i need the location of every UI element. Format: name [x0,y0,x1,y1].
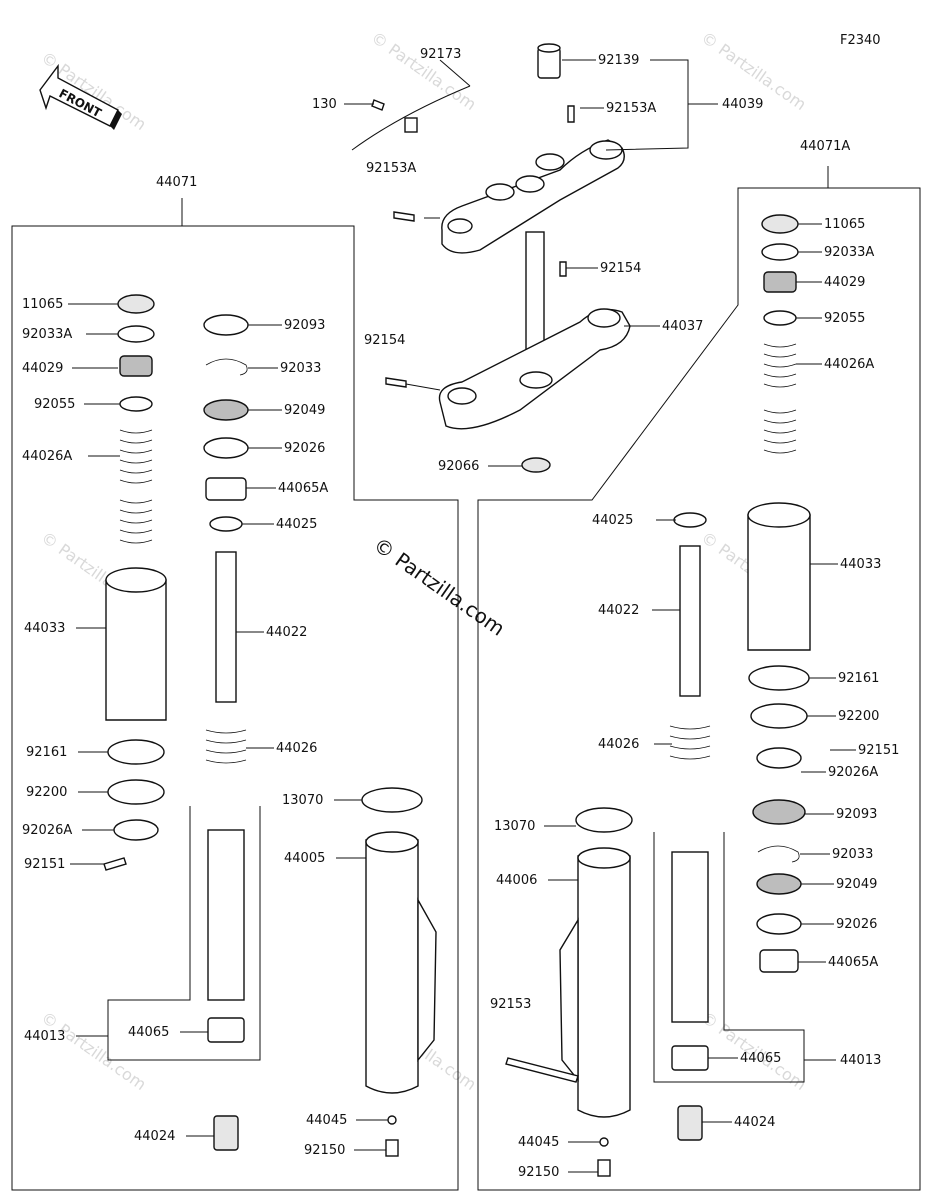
part-label: 130 [312,97,337,112]
part-label: 44065 [740,1051,781,1066]
right-fork-parts [505,214,811,1177]
lower-bracket [385,211,631,473]
part-label: 92026A [828,765,878,780]
part-label: 44029 [22,361,63,376]
part-label: 92153A [606,101,656,116]
part-label: 44022 [266,625,307,640]
assembly-frames [11,166,921,1191]
part-label: 92151 [858,743,899,758]
part-label: 44071A [800,139,850,154]
part-label: 92153 [490,997,531,1012]
part-label: 11065 [824,217,865,232]
part-label: 44026 [598,737,639,752]
watermark-text: © Partzilla.com [38,1008,150,1094]
part-label: 92093 [284,318,325,333]
part-label: 44029 [824,275,865,290]
part-label: 92093 [836,807,877,822]
part-label: 44065A [828,955,878,970]
upper-bracket [351,43,625,254]
part-label: 44039 [722,97,763,112]
part-label: 44071 [156,175,197,190]
part-label: 92033A [824,245,874,260]
part-label: 44013 [840,1053,881,1068]
part-label: 44025 [276,517,317,532]
part-label: 92154 [600,261,641,276]
part-label: 13070 [494,819,535,834]
part-label: 92026A [22,823,72,838]
part-label: 92200 [26,785,67,800]
copyright-text: © Partzilla.com [369,532,509,640]
part-label: 44024 [734,1115,775,1130]
right-subframe [653,832,805,1083]
part-label: 44045 [306,1113,347,1128]
part-labels: 92173 130 92139 92153A 44039 92153A 4407… [22,47,899,1180]
part-label: 44026A [824,357,874,372]
part-label: 44045 [518,1135,559,1150]
part-label: 92066 [438,459,479,474]
part-label: 11065 [22,297,63,312]
part-label: 92151 [24,857,65,872]
diagram-id: F2340 [840,33,881,48]
part-label: 92161 [838,671,879,686]
part-label: 92033 [280,361,321,376]
part-label: 92161 [26,745,67,760]
part-label: 92033A [22,327,72,342]
part-label: 92026 [836,917,877,932]
part-label: 92049 [284,403,325,418]
part-label: 92026 [284,441,325,456]
part-label: 92055 [824,311,865,326]
part-label: 44022 [598,603,639,618]
leader-lines [68,59,856,1173]
part-label: 44065A [278,481,328,496]
part-label: 44025 [592,513,633,528]
part-label: 92153A [366,161,416,176]
part-label: 44013 [24,1029,65,1044]
part-label: 92049 [836,877,877,892]
part-label: 44037 [662,319,703,334]
part-label: 92033 [832,847,873,862]
part-label: 92200 [838,709,879,724]
part-label: 44033 [24,621,65,636]
part-label: 92150 [518,1165,559,1180]
part-label: 92139 [598,53,639,68]
part-label: 44005 [284,851,325,866]
left-fork-parts [103,294,437,1157]
part-label: 44024 [134,1129,175,1144]
watermark-text: © Partzilla.com [368,28,480,114]
part-label: 44006 [496,873,537,888]
part-label: 44065 [128,1025,169,1040]
part-label: 92173 [420,47,461,62]
part-label: 92055 [34,397,75,412]
part-label: 44033 [840,557,881,572]
part-label: 13070 [282,793,323,808]
part-label: 92154 [364,333,405,348]
left-subframe [107,806,261,1061]
part-label: 44026A [22,449,72,464]
part-label: 44026 [276,741,317,756]
part-label: 92150 [304,1143,345,1158]
